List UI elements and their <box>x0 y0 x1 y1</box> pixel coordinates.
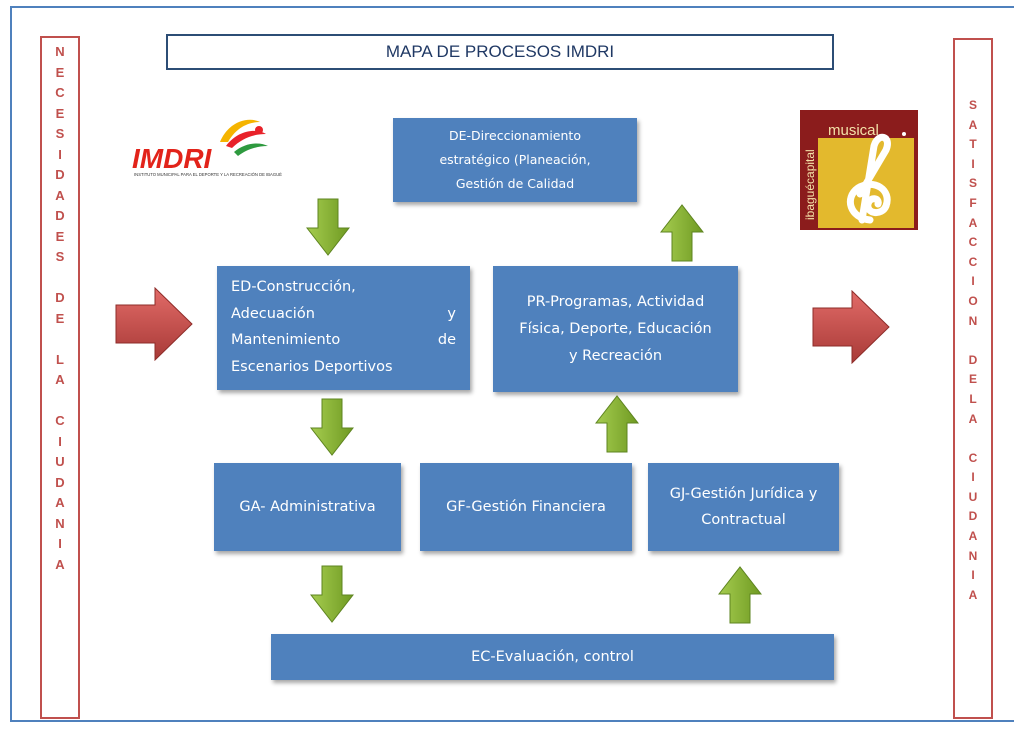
satisfaccion-letter: I <box>971 470 975 485</box>
satisfaccion-letter: A <box>968 411 978 426</box>
necesidades-letter: I <box>58 433 62 449</box>
imdri-logo-tagline: INSTITUTO MUNICIPAL PARA EL DEPORTE Y LA… <box>134 172 282 177</box>
satisfaccion-letter: A <box>968 529 978 544</box>
diagram-title: MAPA DE PROCESOS IMDRI <box>166 34 834 70</box>
satisfaccion-letter: I <box>971 156 975 171</box>
box-programas-recreacion: PR-Programas, Actividad Física, Deporte,… <box>493 266 738 392</box>
satisfaccion-letter: F <box>969 195 977 210</box>
necesidades-letter: E <box>55 105 65 121</box>
necesidades-letter: S <box>55 126 65 141</box>
necesidades-letter: A <box>55 372 65 387</box>
green-arrow-up-icon <box>595 395 639 453</box>
satisfaccion-letter: U <box>968 489 978 504</box>
box-administrativa: GA- Administrativa <box>214 463 401 551</box>
green-arrow-down-icon <box>310 565 354 623</box>
necesidades-letter: D <box>55 208 65 223</box>
box-gestion-financiera: GF-Gestión Financiera <box>420 463 632 551</box>
necesidades-letter: E <box>55 310 65 326</box>
green-arrow-up-icon <box>660 204 704 262</box>
necesidades-letter: N <box>55 44 65 59</box>
satisfaccion-letter: A <box>968 587 978 602</box>
green-arrow-up-icon <box>718 566 762 624</box>
necesidades-letter <box>42 391 78 412</box>
musical-word: musical <box>828 122 879 139</box>
imdri-logo: IMDRI INSTITUTO MUNICIPAL PARA EL DEPORT… <box>128 112 288 192</box>
satisfaccion-letter: C <box>968 235 978 250</box>
necesidades-letter: I <box>58 146 62 162</box>
ed-line-1: ED-Construcción, <box>231 279 356 295</box>
satisfaccion-letter: I <box>971 274 975 289</box>
satisfaccion-letter: D <box>968 509 978 524</box>
satisfaccion-letter: C <box>968 450 978 465</box>
ed-line-2b: y <box>447 305 456 322</box>
necesidades-letter: E <box>55 228 65 244</box>
satisfaccion-letter: L <box>969 391 977 406</box>
satisfaccion-letter: A <box>968 117 978 132</box>
red-arrow-output-icon <box>812 290 890 364</box>
satisfaccion-letter: I <box>971 568 975 583</box>
gf-label: GF-Gestión Financiera <box>446 499 606 515</box>
necesidades-letter <box>42 329 78 350</box>
pr-line-3: y Recreación <box>568 347 663 364</box>
satisfaccion-letter: N <box>968 548 978 563</box>
ed-line-2a: Adecuación <box>231 305 315 322</box>
satisfaccion-letter: T <box>969 137 977 152</box>
green-arrow-down-icon <box>306 198 350 256</box>
necesidades-letter: A <box>55 556 65 572</box>
pr-line-1: PR-Programas, Actividad <box>526 293 705 310</box>
red-arrow-input-icon <box>115 287 193 361</box>
satisfaccion-letter: C <box>968 254 978 269</box>
necesidades-letter: C <box>55 413 65 428</box>
green-arrow-down-icon <box>310 398 354 456</box>
gj-line-1: GJ-Gestión Jurídica y <box>669 486 818 502</box>
necesidades-letter: U <box>55 454 65 469</box>
necesidades-letter: A <box>55 495 65 510</box>
diagram-frame <box>10 6 1014 722</box>
satisfaccion-letter <box>955 331 991 351</box>
de-line-2: estratégico (Planeación, <box>439 152 591 167</box>
satisfaccion-letter <box>955 429 991 449</box>
ibague-musical-logo: musical ibaguécapital <box>800 110 918 230</box>
satisfaccion-letter: E <box>968 372 977 387</box>
necesidades-letter: D <box>55 167 65 182</box>
imdri-logo-text: IMDRI <box>132 143 213 174</box>
necesidades-letter: S <box>55 249 65 264</box>
satisfaccion-letter: S <box>968 176 977 191</box>
gj-line-2: Contractual <box>701 512 786 528</box>
necesidades-letter: C <box>55 85 65 100</box>
necesidades-letter: L <box>56 351 64 367</box>
de-line-1: DE-Direccionamiento <box>449 128 581 143</box>
satisfaccion-letter: N <box>968 313 978 328</box>
ed-line-4: Escenarios Deportivos <box>231 358 393 375</box>
necesidades-letter: E <box>55 64 65 80</box>
necesidades-letter: I <box>58 536 62 551</box>
ec-label: EC-Evaluación, control <box>471 649 634 665</box>
satisfaccion-letter: O <box>968 293 978 308</box>
box-construccion-escenarios: ED-Construcción, Adecuación y Mantenimie… <box>217 266 470 390</box>
de-line-3: Gestión de Calidad <box>455 176 575 191</box>
necesidades-letter: N <box>55 515 65 531</box>
pr-line-2: Física, Deporte, Educación <box>519 320 712 337</box>
ed-line-3b: de <box>437 332 456 348</box>
satisfaccion-letter: A <box>968 215 978 230</box>
necesidades-letter: D <box>55 290 65 305</box>
box-gestion-juridica: GJ-Gestión Jurídica y Contractual <box>648 463 839 551</box>
ed-line-3a: Mantenimiento <box>231 332 341 348</box>
satisfaccion-letter: S <box>968 98 977 112</box>
necesidades-letter: D <box>55 474 65 490</box>
necesidades-letter <box>42 268 78 289</box>
ga-label: GA- Administrativa <box>239 499 376 515</box>
box-evaluacion-control: EC-Evaluación, control <box>271 634 834 680</box>
musical-side-text: ibaguécapital <box>803 149 817 220</box>
satisfaccion-letter: D <box>968 352 978 367</box>
necesidades-letter: A <box>55 187 65 203</box>
box-direccionamiento-estrategico: DE-Direccionamiento estratégico (Planeac… <box>393 118 637 202</box>
